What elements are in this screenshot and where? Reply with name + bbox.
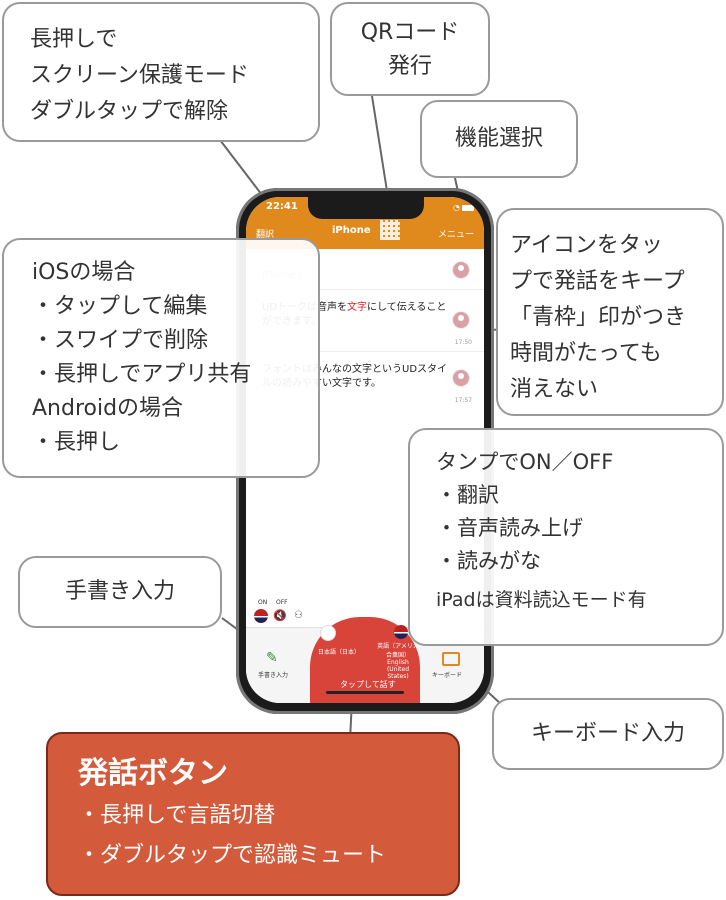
right-language-label: 英語（アメリカ合衆国） English (United States) — [377, 643, 419, 680]
signal-icon: ◔ — [453, 203, 460, 212]
callout-line: タンプでON／OFF — [436, 450, 614, 474]
handwriting-label[interactable]: 手書き入力 — [258, 672, 289, 679]
avatar[interactable] — [452, 369, 470, 387]
tap-to-speak-label: タップして話す — [340, 680, 396, 689]
translate-toggle-icon[interactable] — [254, 609, 268, 623]
japan-flag-icon[interactable] — [320, 625, 336, 641]
callout-line: スクリーン保護モード — [30, 63, 249, 88]
callout-line: ・音声読み上げ — [436, 516, 583, 540]
callout-line: キーボード入力 — [530, 721, 685, 746]
us-flag-icon[interactable] — [394, 625, 408, 639]
list-item[interactable]: フォントはみんなの文字というUDスタイルの読みやすい文字です。 17:57 — [246, 353, 484, 409]
callout-line: iPadは資料読込モード有 — [436, 589, 647, 611]
callout-line: ・読みがな — [436, 549, 541, 573]
callout-qr-code: QRコード 発行 — [330, 2, 490, 96]
speaker-mute-icon[interactable]: 🔇 — [273, 609, 287, 622]
callout-line: 消えない — [510, 377, 599, 402]
callout-toggles: タンプでON／OFF ・翻訳 ・音声読み上げ ・読みがな iPadは資料読込モー… — [408, 428, 724, 646]
keyboard-icon[interactable] — [442, 652, 460, 666]
toggle-on-label: ON — [258, 599, 268, 606]
message-time: 17:50 — [454, 339, 472, 346]
callout-function-select: 機能選択 — [420, 100, 578, 178]
callout-keyboard: キーボード入力 — [492, 698, 724, 770]
callout-line: ・スワイプで削除 — [32, 328, 209, 353]
callout-line: 機能選択 — [454, 126, 543, 151]
callout-line: ・長押しで言語切替 — [78, 803, 276, 828]
callout-line: ・ダブルタップで認識ミュート — [78, 843, 387, 868]
callout-message-actions: iOSの場合 ・タップして編集 ・スワイプで削除 ・長押しでアプリ共有 Andr… — [2, 238, 320, 478]
callout-line: iOSの場合 — [32, 260, 136, 285]
battery-icon — [462, 205, 474, 211]
callout-handwriting: 手書き入力 — [18, 556, 222, 628]
callout-line: 時間がたっても — [510, 341, 662, 366]
avatar[interactable] — [452, 311, 470, 329]
menu-button[interactable]: メニュー — [437, 230, 474, 240]
callout-line: Androidの場合 — [32, 396, 184, 421]
callout-speak-button: 発話ボタン ・長押しで言語切替 ・ダブルタップで認識ミュート — [46, 732, 460, 896]
callout-icon-keep: アイコンをタッ プで発話をキープ 「青枠」印がつき 時間がたっても 消えない — [496, 208, 724, 416]
avatar[interactable] — [452, 261, 470, 279]
callout-line: 手書き入力 — [64, 579, 175, 604]
toggle-off-label: OFF — [276, 599, 288, 606]
callout-line: 「青枠」印がつき — [510, 305, 687, 330]
callout-line: ダブルタップで解除 — [30, 99, 229, 124]
callout-line: QRコード — [360, 20, 460, 45]
phone-notch — [308, 197, 424, 219]
home-indicator — [326, 691, 404, 694]
callout-line: ・タップして編集 — [32, 294, 208, 319]
speak-button[interactable]: 日本語（日本） 英語（アメリカ合衆国） English (United Stat… — [310, 617, 420, 703]
callout-title: 発話ボタン — [78, 756, 228, 791]
callout-line: プで発話をキープ — [510, 269, 685, 294]
callout-line: ・長押し — [32, 430, 121, 455]
callout-line: アイコンをタッ — [510, 233, 663, 258]
callout-line: ・翻訳 — [436, 483, 499, 507]
callout-line: 発行 — [387, 54, 432, 79]
status-time: 22:41 — [266, 201, 298, 212]
message-text: フォントはみんなの文字というUDスタイルの読みやすい文字です。 — [262, 364, 448, 389]
callout-line: ・長押しでアプリ共有 — [32, 362, 252, 387]
handwriting-icon[interactable]: ✎ — [266, 650, 278, 666]
keyboard-label[interactable]: キーボード — [432, 672, 463, 679]
qr-code-icon[interactable] — [380, 220, 400, 240]
app-title: iPhone — [332, 225, 371, 236]
left-language-label: 日本語（日本） — [318, 649, 361, 656]
message-highlight: 文字 — [347, 302, 368, 313]
callout-line: 長押しで — [30, 27, 118, 52]
callout-screen-protect: 長押しで スクリーン保護モード ダブルタップで解除 — [2, 2, 320, 142]
message-time: 17:57 — [454, 397, 472, 404]
reading-toggle-icon[interactable]: ⚇ — [294, 610, 303, 621]
screen-protect-button[interactable]: 翻訳 — [256, 230, 275, 240]
